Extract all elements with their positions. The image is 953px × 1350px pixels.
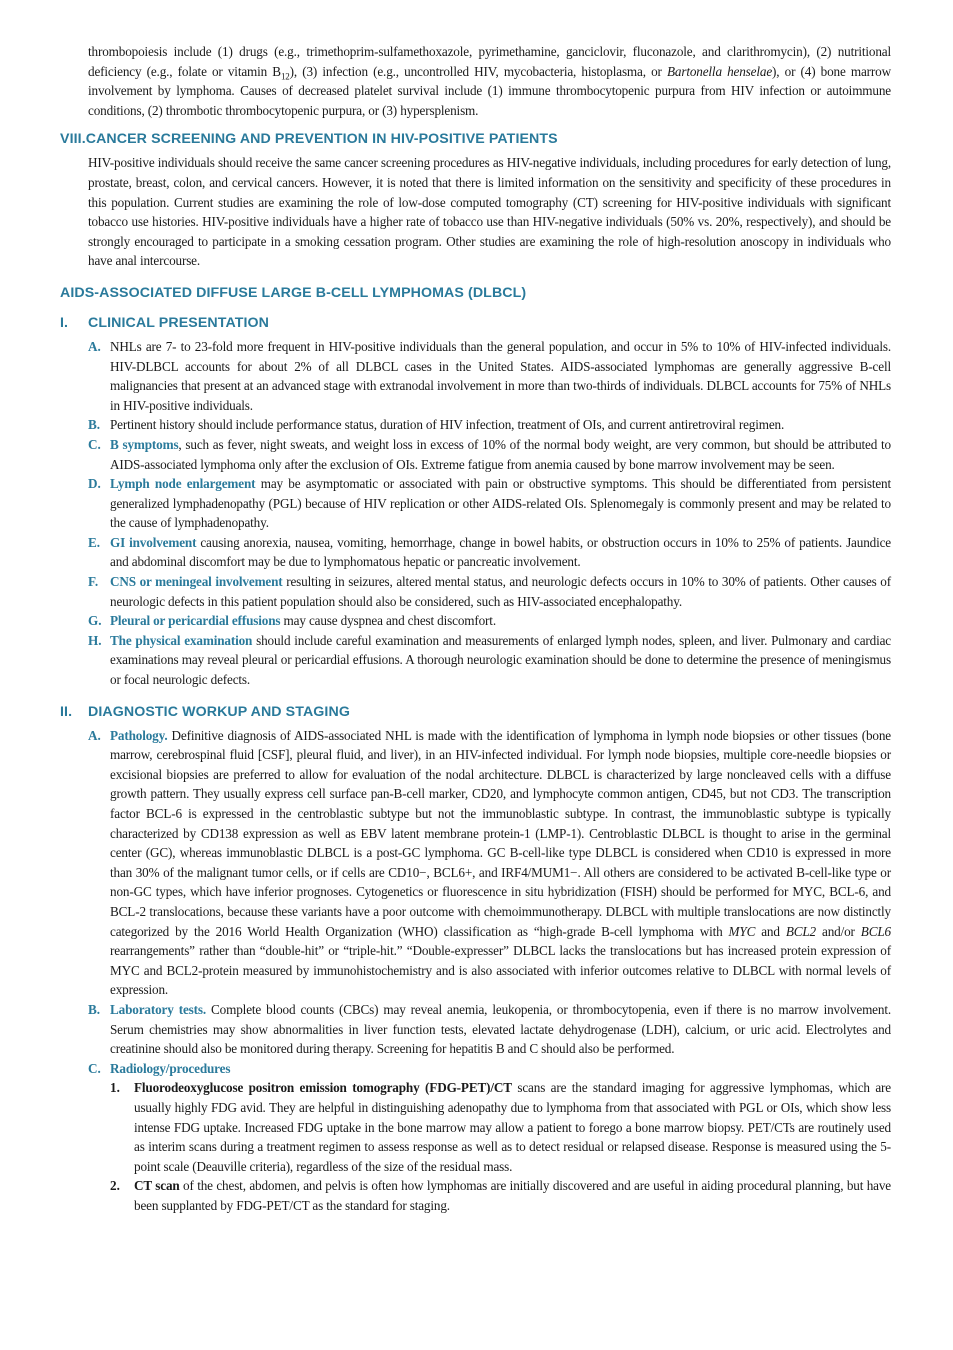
section-viii-heading: VIII.CANCER SCREENING AND PREVENTION IN … [60, 131, 558, 148]
clinical-presentation-list: A.NHLs are 7- to 23-fold more frequent i… [88, 337, 891, 690]
list-item-pathology: A. Pathology. Definitive diagnosis of AI… [88, 727, 891, 998]
section-i-heading: I.CLINICAL PRESENTATION [60, 314, 270, 331]
list-item: B.Pertinent history should include perfo… [88, 417, 785, 433]
list-item: C.B symptoms, such as fever, night sweat… [88, 436, 891, 472]
section-ii-heading: II.DIAGNOSTIC WORKUP AND STAGING [60, 703, 350, 720]
section-viii-body: HIV-positive individuals should receive … [88, 155, 891, 269]
list-item: E.GI involvement causing anorexia, nause… [88, 534, 891, 570]
list-item: H.The physical examination should includ… [88, 632, 892, 688]
list-item-laboratory-tests: B. Laboratory tests. Complete blood coun… [88, 1001, 891, 1057]
radiology-sublist: 1.Fluorodeoxyglucose positron emission t… [110, 1078, 891, 1215]
list-item: A.NHLs are 7- to 23-fold more frequent i… [88, 338, 891, 413]
diagnostic-workup-list: A. Pathology. Definitive diagnosis of AI… [88, 726, 891, 1079]
list-item-radiology: C. Radiology/procedures [88, 1060, 231, 1076]
list-item: D.Lymph node enlargement may be asymptom… [88, 476, 891, 531]
list-item: F.CNS or meningeal involvement resulting… [88, 574, 891, 609]
list-item: 2.CT scan of the chest, abdomen, and pel… [110, 1178, 891, 1213]
list-item: 1.Fluorodeoxyglucose positron emission t… [110, 1080, 891, 1174]
intro-paragraph: thrombopoiesis include (1) drugs (e.g., … [88, 44, 891, 118]
main-heading: AIDS-ASSOCIATED DIFFUSE LARGE B-CELL LYM… [60, 284, 527, 301]
list-item: G.Pleural or pericardial effusions may c… [88, 613, 496, 629]
